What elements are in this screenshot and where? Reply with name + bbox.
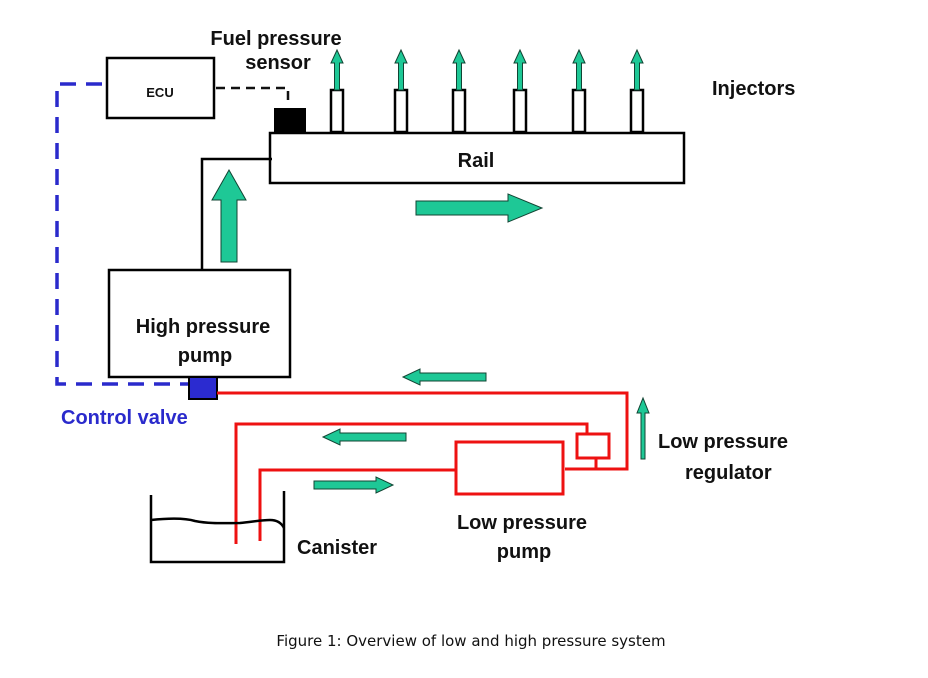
canister-fuel-surface [150,517,286,529]
low-pressure-pump-label-line1: Low pressure [457,512,587,534]
sensor-signal-line [216,86,290,104]
injector-5 [571,88,587,134]
fuel-pressure-sensor-label-line2: sensor [245,52,311,74]
figure-caption: Figure 1: Overview of low and high press… [276,632,665,650]
regulator-connection [565,458,598,471]
suction-flow-arrow-icon [313,476,395,494]
injector-3-spray-arrow-icon [452,48,466,91]
low-pressure-pump-label-line2: pump [497,541,551,563]
low-pressure-regulator-label-line2: regulator [685,462,772,484]
high-pressure-pump-label-line2: pump [178,345,232,367]
ecu-label: ECU [146,85,173,100]
control-valve-label: Control valve [61,407,188,429]
injector-4 [512,88,528,134]
rail-box [268,131,686,185]
low-pressure-regulator-box [575,432,611,460]
rail-flow-arrow-icon [415,193,544,223]
regulator-up-arrow-icon [636,396,650,460]
high-pressure-flow-arrow-icon [211,168,247,263]
supply-line-to-control-valve [217,391,629,471]
ecu-box [105,56,216,120]
high-pressure-pump-label-line1: High pressure [136,316,270,338]
control-valve-block [188,376,218,400]
injector-2 [393,88,409,134]
injector-3 [451,88,467,134]
suction-line-to-pump [258,468,456,541]
injector-1-spray-arrow-icon [330,48,344,91]
injector-6 [629,88,645,134]
low-pressure-pump-box [454,440,565,496]
injectors-group [329,48,645,134]
canister-label: Canister [297,537,377,559]
low-pressure-regulator-label-line1: Low pressure [658,431,788,453]
injector-1 [329,88,345,134]
high-pressure-pump-box [107,268,292,379]
injector-2-spray-arrow-icon [394,48,408,91]
control-signal-line [55,82,188,386]
high-pressure-line [200,157,272,270]
injectors-label: Injectors [712,78,795,100]
return-flow-arrow-icon [401,368,487,386]
fuel-pressure-sensor-block [274,108,306,133]
fuel-pressure-sensor-label-line1: Fuel pressure [210,28,341,50]
injector-5-spray-arrow-icon [572,48,586,91]
rail-label: Rail [458,150,495,172]
low-pressure-lines [217,391,629,544]
injector-4-spray-arrow-icon [513,48,527,91]
regulator-return-arrow-icon [321,428,407,446]
return-line-to-canister [234,422,589,544]
canister-outline [149,491,286,564]
injector-6-spray-arrow-icon [630,48,644,91]
